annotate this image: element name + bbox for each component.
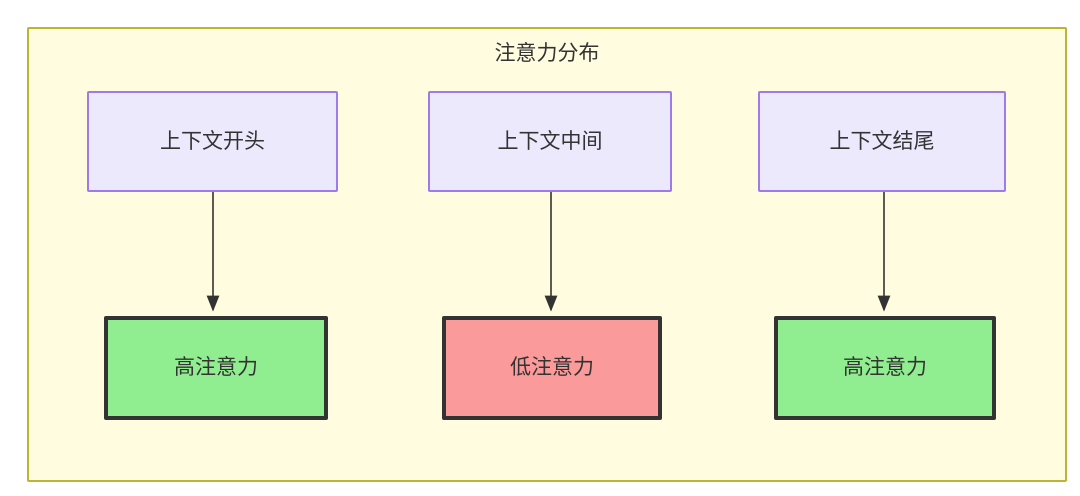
node-context-start[interactable]: 上下文开头 [87, 91, 338, 192]
node-label: 上下文中间 [497, 129, 603, 153]
node-label: 上下文开头 [160, 129, 265, 153]
node-context-middle[interactable]: 上下文中间 [428, 91, 672, 192]
node-context-end[interactable]: 上下文结尾 [758, 91, 1006, 192]
node-high-attention-start[interactable]: 高注意力 [104, 316, 328, 420]
node-low-attention-middle[interactable]: 低注意力 [442, 316, 662, 420]
subgraph-title: 注意力分布 [494, 42, 600, 65]
node-high-attention-end[interactable]: 高注意力 [774, 316, 996, 420]
node-label: 低注意力 [510, 356, 594, 380]
node-label: 高注意力 [174, 356, 258, 380]
node-label: 上下文结尾 [829, 129, 935, 153]
node-label: 高注意力 [843, 356, 927, 380]
